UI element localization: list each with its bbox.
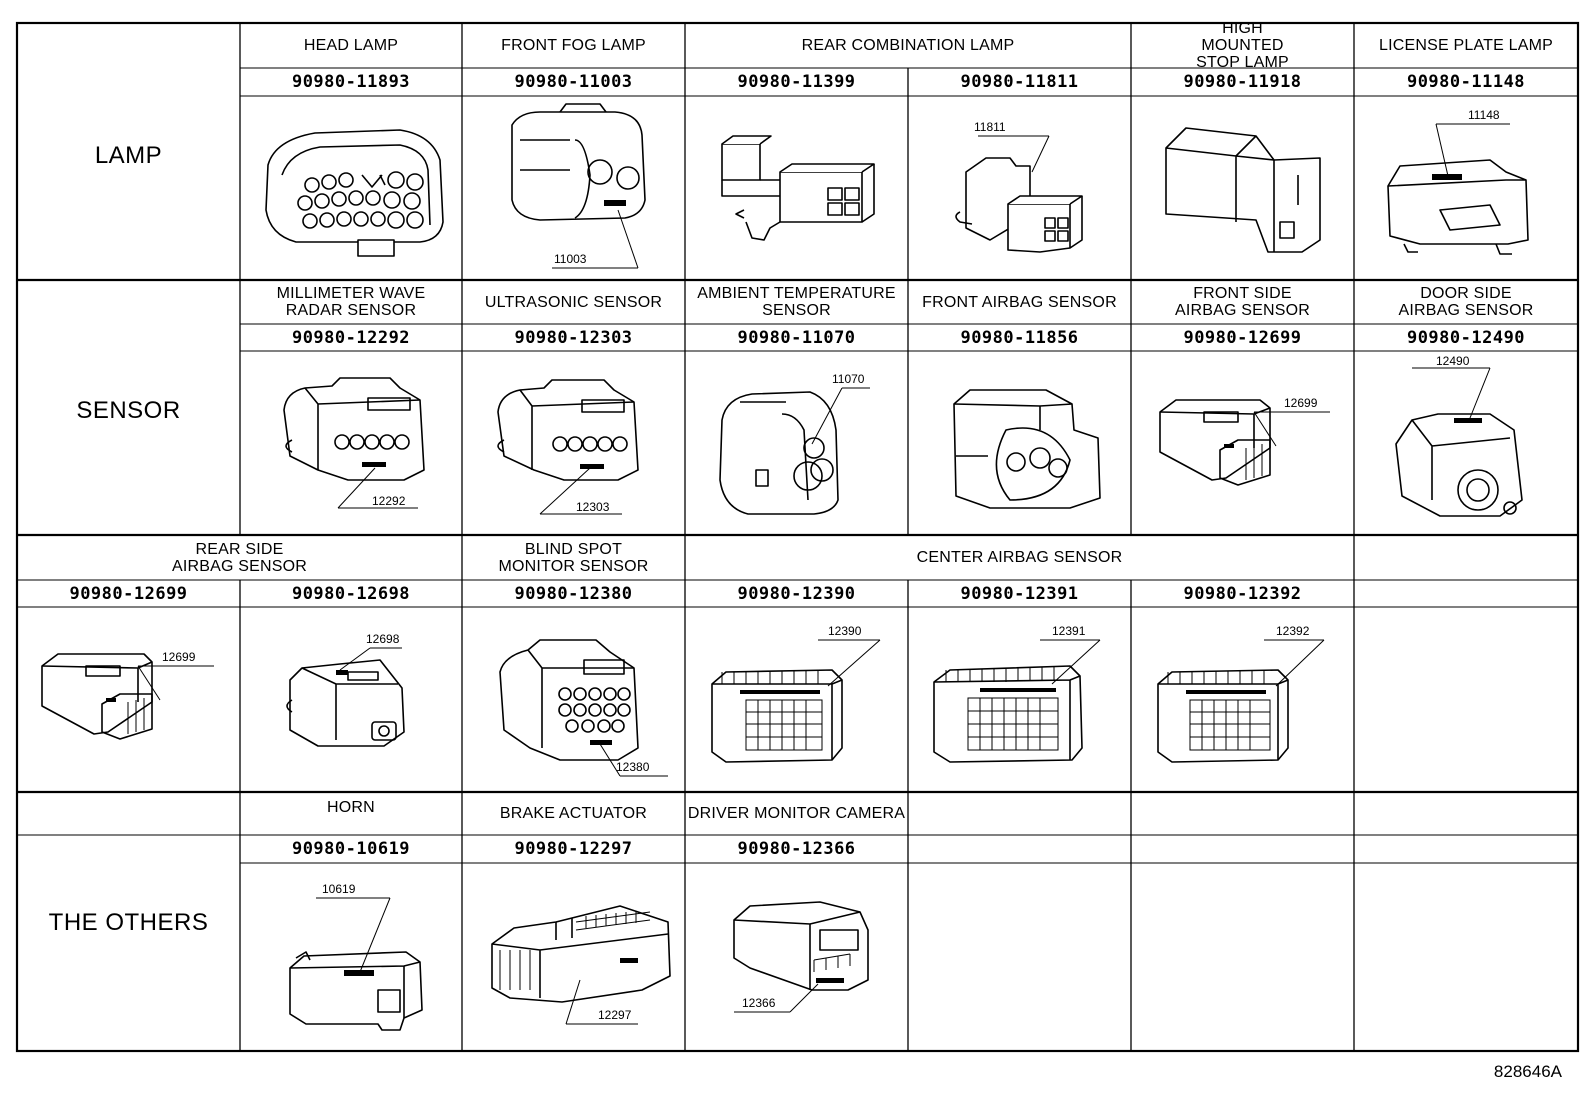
item-name-center-airbag-sensor: CENTER AIRBAG SENSOR [916,549,1123,566]
part-number: 90980-11811 [960,72,1079,92]
license-plate-lamp-connector-drawing [1387,123,1529,255]
callout-label: 12490 [1436,354,1470,368]
callout-label: 12699 [1284,396,1318,410]
center-airbag-sensor-12391-connector-drawing [933,639,1101,763]
front-airbag-sensor-connector-drawing [953,389,1101,509]
front-side-airbag-sensor-connector-drawing [1159,399,1330,486]
part-number: 90980-12390 [737,583,856,604]
callout-label: 11148 [1468,108,1500,122]
callout-label: 10619 [322,882,356,896]
item-name-rear-side-airbag-sensor: REAR SIDE AIRBAG SENSOR [171,540,308,575]
part-number: 90980-12699 [1183,327,1302,348]
item-name-ambient-temperature-sensor: AMBIENT TEMPERATURE SENSOR [697,285,896,319]
item-name-license-plate-lamp: LICENSE PLATE LAMP [1378,37,1554,54]
blind-spot-monitor-sensor-connector-drawing [499,639,668,777]
item-name-door-side-airbag-sensor: DOOR SIDE AIRBAG SENSOR [1398,285,1534,319]
rear-combination-lamp-11399-connector-drawing [721,135,875,241]
rear-combination-lamp-11811-connector-drawing [955,135,1083,253]
item-name-millimeter-wave-radar-sensor: MILLIMETER WAVE RADAR SENSOR [276,285,426,319]
part-number: 90980-11918 [1183,72,1302,92]
item-name-ultrasonic-sensor: ULTRASONIC SENSOR [484,293,663,311]
item-name-head-lamp: HEAD LAMP [303,37,399,54]
item-name-horn: HORN [327,798,375,816]
part-number: 90980-12392 [1183,583,1302,604]
item-name-brake-actuator: BRAKE ACTUATOR [499,804,648,822]
head-lamp-connector-drawing [265,129,444,257]
callout-label: 12292 [372,494,406,508]
part-number: 90980-11893 [291,72,411,92]
part-number: 90980-12380 [514,583,633,604]
callout-label: 12699 [162,650,196,664]
callout-label: 12297 [598,1008,632,1022]
ultrasonic-sensor-connector-drawing [497,379,639,515]
callout-label: 11003 [554,252,587,266]
part-number: 90980-12698 [291,583,411,604]
rear-side-airbag-sensor-12699-connector-drawing [41,653,214,740]
door-side-airbag-sensor-connector-drawing [1395,367,1523,517]
part-number: 90980-11399 [737,72,856,92]
part-number: 90980-12297 [514,839,633,859]
brake-actuator-connector-drawing [491,905,671,1025]
item-name-front-airbag-sensor: FRONT AIRBAG SENSOR [922,293,1117,311]
callout-label: 12390 [828,624,862,638]
center-airbag-sensor-12390-connector-drawing [711,639,881,763]
driver-monitor-camera-connector-drawing [733,901,869,1013]
part-number: 90980-11003 [514,72,633,92]
high-mounted-stop-lamp-connector-drawing [1165,127,1321,253]
part-number: 90980-12366 [737,839,856,859]
callout-label: 12366 [742,996,776,1010]
part-number: 90980-11070 [737,327,856,348]
callout-label: 12698 [366,632,400,646]
callout-label: 12391 [1052,624,1086,638]
millimeter-wave-radar-sensor-connector-drawing [283,377,425,509]
figure-code: 828646A [1493,1062,1562,1081]
item-name-front-fog-lamp: FRONT FOG LAMP [501,37,646,54]
item-name-high-mounted-stop-lamp: HIGH MOUNTED STOP LAMP [1196,20,1289,71]
part-number: 90980-12303 [514,327,633,348]
callout-label: 11811 [974,120,1006,134]
item-name-front-side-airbag-sensor: FRONT SIDE AIRBAG SENSOR [1174,285,1311,319]
category-the-others: THE OTHERS [48,909,209,936]
part-number: 90980-12292 [291,327,411,348]
front-fog-lamp-connector-drawing [511,103,646,269]
part-number: 90980-11148 [1406,72,1526,92]
callout-label: 11070 [832,372,865,386]
callout-label: 12380 [616,760,650,774]
part-number: 90980-12699 [69,583,188,604]
center-airbag-sensor-12392-connector-drawing [1157,639,1325,763]
part-number: 90980-10619 [291,839,411,859]
item-name-driver-monitor-camera: DRIVER MONITOR CAMERA [687,804,906,822]
rear-side-airbag-sensor-12698-connector-drawing [286,647,405,747]
category-lamp: LAMP [94,142,163,169]
category-sensor: SENSOR [76,397,181,424]
callout-label: 12303 [576,500,610,514]
part-number: 90980-12490 [1406,327,1526,348]
callout-label: 12392 [1276,624,1310,638]
part-number: 90980-12391 [960,583,1079,604]
item-name-rear-combination-lamp: REAR COMBINATION LAMP [801,37,1015,54]
horn-connector-drawing [289,897,423,1031]
item-name-blind-spot-monitor-sensor: BLIND SPOT MONITOR SENSOR [498,540,649,575]
part-number: 90980-11856 [960,327,1079,348]
ambient-temperature-sensor-connector-drawing [719,387,870,515]
